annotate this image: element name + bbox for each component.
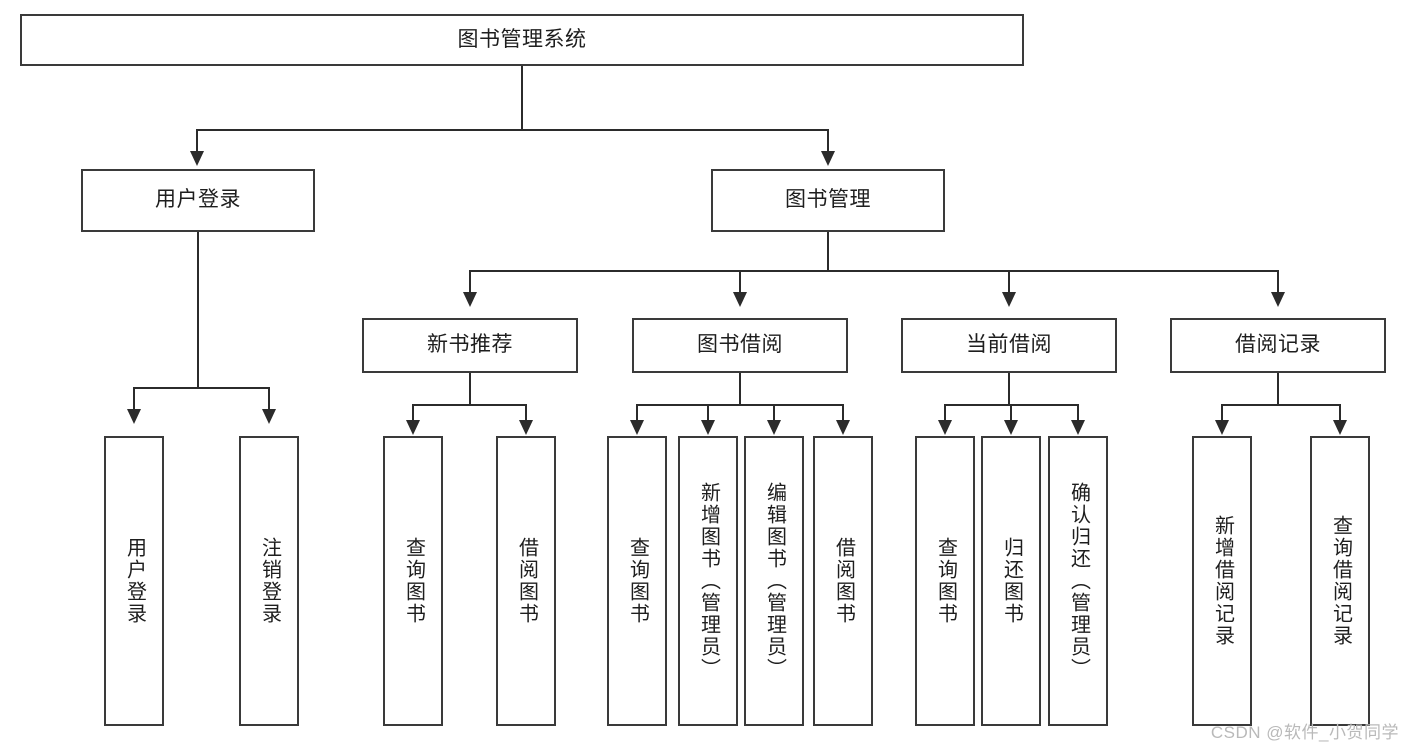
arrow-to-leaf-user-login: [127, 409, 141, 424]
leaf-user-logout-label: 注销登录: [258, 537, 281, 625]
connector-new-book-rec-stem: [469, 373, 471, 405]
connector-book-borrow-drop-1: [636, 404, 638, 422]
node-book-manage-label: 图书管理: [785, 188, 871, 212]
node-new-book-rec-label: 新书推荐: [427, 333, 513, 357]
arrow-to-leaf-borrow-edit: [767, 420, 781, 435]
node-root-label: 图书管理系统: [457, 27, 587, 51]
leaf-borrow-take[interactable]: 借阅图书: [813, 436, 873, 726]
connector-drop-book-borrow: [739, 270, 741, 294]
connector-book-borrow-bus: [636, 404, 844, 406]
leaf-borrow-edit-label: 编辑图书（管理员）: [763, 482, 786, 680]
connector-borrow-record-drop-1: [1221, 404, 1223, 422]
leaf-user-login[interactable]: 用户登录: [104, 436, 164, 726]
leaf-rec-search[interactable]: 查询借阅记录: [1310, 436, 1370, 726]
connector-root-to-book-manage: [827, 129, 829, 153]
connector-current-borrow-drop-3: [1077, 404, 1079, 422]
leaf-user-login-label: 用户登录: [123, 537, 146, 625]
leaf-borrow-query-label: 查询图书: [626, 537, 649, 625]
connector-current-borrow-drop-2: [1010, 404, 1012, 422]
connector-drop-borrow-record: [1277, 270, 1279, 294]
connector-drop-current-borrow: [1008, 270, 1010, 294]
connector-book-manage-stem: [827, 232, 829, 271]
leaf-borrow-query[interactable]: 查询图书: [607, 436, 667, 726]
arrow-to-leaf-borrow-query: [630, 420, 644, 435]
connector-user-login-stem: [197, 232, 199, 388]
node-root[interactable]: 图书管理系统: [20, 14, 1024, 66]
arrow-to-book-borrow: [733, 292, 747, 307]
arrow-to-current-borrow: [1002, 292, 1016, 307]
connector-user-login-drop-2: [268, 387, 270, 411]
node-user-login[interactable]: 用户登录: [81, 169, 315, 232]
connector-book-borrow-drop-4: [842, 404, 844, 422]
connector-user-login-bus: [133, 387, 269, 389]
leaf-cur-query[interactable]: 查询图书: [915, 436, 975, 726]
arrow-to-leaf-rec-query: [406, 420, 420, 435]
arrow-root-to-book-manage: [821, 151, 835, 166]
node-current-borrow-label: 当前借阅: [966, 333, 1052, 357]
leaf-rec-search-label: 查询借阅记录: [1329, 515, 1352, 647]
connector-current-borrow-stem: [1008, 373, 1010, 405]
leaf-rec-borrow-label: 借阅图书: [515, 537, 538, 625]
node-current-borrow[interactable]: 当前借阅: [901, 318, 1117, 373]
leaf-cur-return-label: 归还图书: [1000, 537, 1023, 625]
connector-borrow-record-drop-2: [1339, 404, 1341, 422]
arrow-to-leaf-rec-add: [1215, 420, 1229, 435]
node-book-borrow-label: 图书借阅: [697, 333, 783, 357]
leaf-rec-query-label: 查询图书: [402, 537, 425, 625]
arrow-to-new-book-rec: [463, 292, 477, 307]
node-book-manage[interactable]: 图书管理: [711, 169, 945, 232]
leaf-cur-confirm[interactable]: 确认归还（管理员）: [1048, 436, 1108, 726]
arrow-root-to-user-login: [190, 151, 204, 166]
node-book-borrow[interactable]: 图书借阅: [632, 318, 848, 373]
node-new-book-rec[interactable]: 新书推荐: [362, 318, 578, 373]
leaf-rec-add[interactable]: 新增借阅记录: [1192, 436, 1252, 726]
connector-new-book-rec-drop-2: [525, 404, 527, 422]
connector-drop-new-book-rec: [469, 270, 471, 294]
leaf-user-logout[interactable]: 注销登录: [239, 436, 299, 726]
connector-book-borrow-stem: [739, 373, 741, 405]
leaf-cur-confirm-label: 确认归还（管理员）: [1067, 482, 1090, 680]
arrow-to-borrow-record: [1271, 292, 1285, 307]
connector-new-book-rec-bus: [412, 404, 527, 406]
arrow-to-leaf-cur-confirm: [1071, 420, 1085, 435]
connector-borrow-record-bus: [1221, 404, 1341, 406]
arrow-to-leaf-cur-return: [1004, 420, 1018, 435]
arrow-to-leaf-cur-query: [938, 420, 952, 435]
leaf-borrow-add-label: 新增图书（管理员）: [697, 482, 720, 680]
leaf-borrow-take-label: 借阅图书: [832, 537, 855, 625]
arrow-to-leaf-user-logout: [262, 409, 276, 424]
connector-book-borrow-drop-2: [707, 404, 709, 422]
leaf-borrow-add[interactable]: 新增图书（管理员）: [678, 436, 738, 726]
node-user-login-label: 用户登录: [155, 188, 241, 212]
leaf-cur-query-label: 查询图书: [934, 537, 957, 625]
node-borrow-record[interactable]: 借阅记录: [1170, 318, 1386, 373]
leaf-cur-return[interactable]: 归还图书: [981, 436, 1041, 726]
connector-root-stem: [521, 66, 523, 130]
leaf-borrow-edit[interactable]: 编辑图书（管理员）: [744, 436, 804, 726]
connector-level3-bus: [469, 270, 1279, 272]
connector-root-to-user-login: [196, 129, 198, 153]
node-borrow-record-label: 借阅记录: [1235, 333, 1321, 357]
leaf-rec-query[interactable]: 查询图书: [383, 436, 443, 726]
connector-root-bus: [196, 129, 828, 131]
connector-borrow-record-stem: [1277, 373, 1279, 405]
arrow-to-leaf-borrow-add: [701, 420, 715, 435]
connector-current-borrow-drop-1: [944, 404, 946, 422]
leaf-rec-borrow[interactable]: 借阅图书: [496, 436, 556, 726]
connector-book-borrow-drop-3: [773, 404, 775, 422]
arrow-to-leaf-rec-search: [1333, 420, 1347, 435]
arrow-to-leaf-rec-borrow: [519, 420, 533, 435]
arrow-to-leaf-borrow-take: [836, 420, 850, 435]
connector-user-login-drop-1: [133, 387, 135, 411]
connector-new-book-rec-drop-1: [412, 404, 414, 422]
leaf-rec-add-label: 新增借阅记录: [1211, 515, 1234, 647]
